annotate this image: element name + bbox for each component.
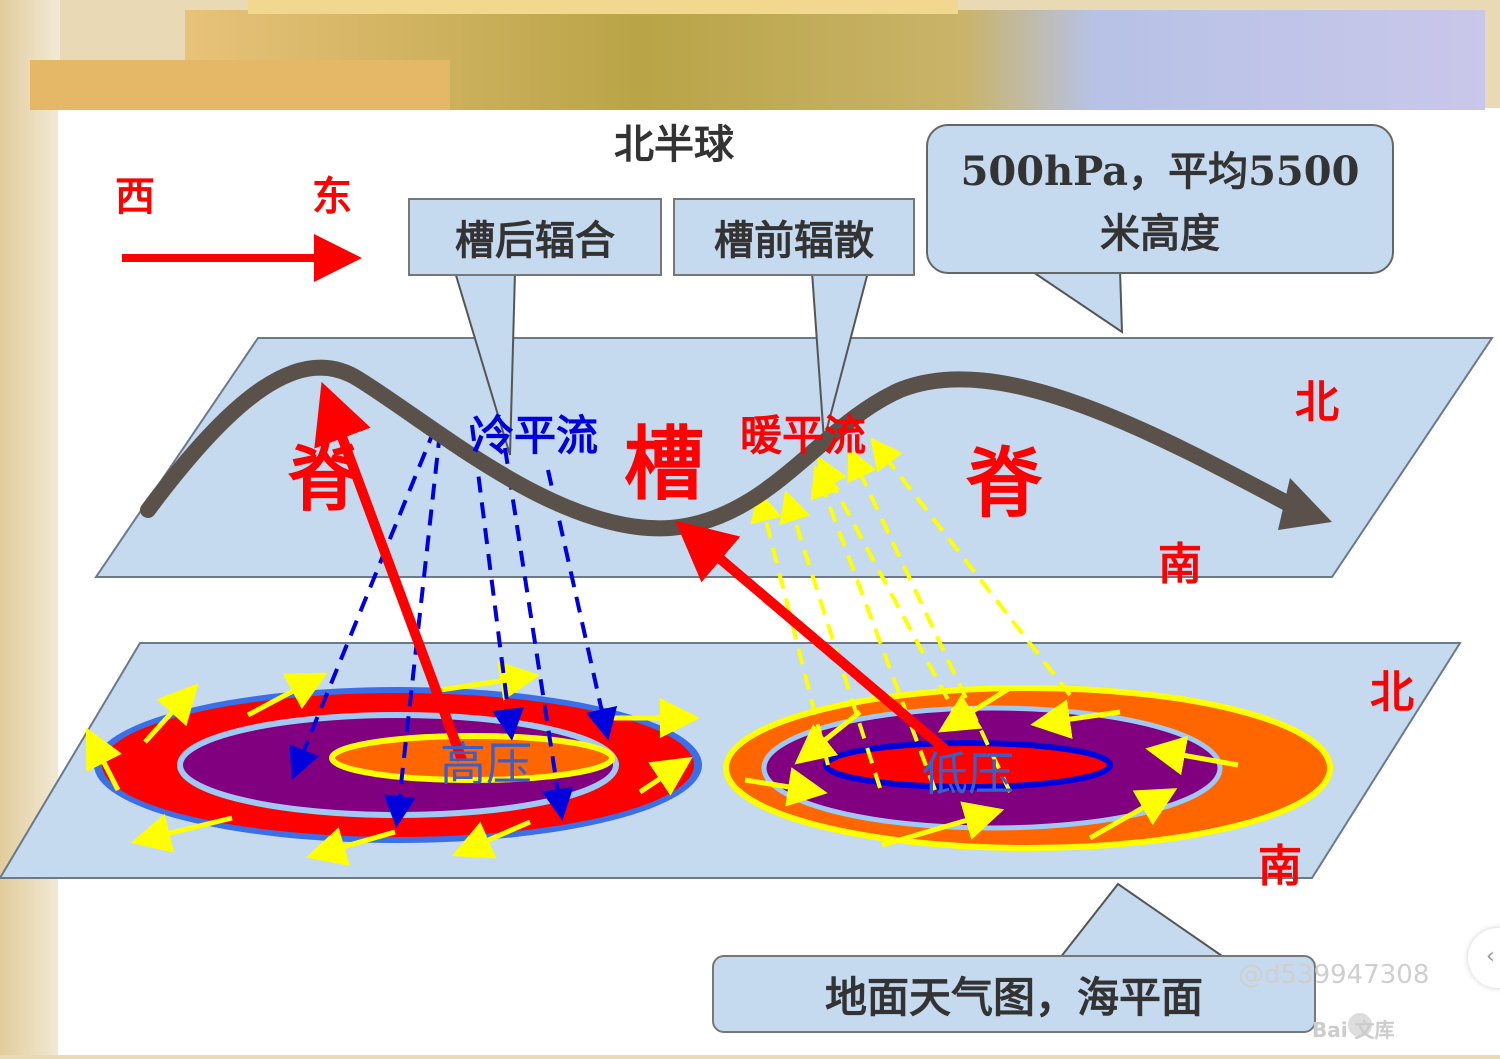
upper-level-line1: 500hPa，平均5500 <box>960 148 1360 195</box>
upper-south-label: 南 <box>1158 539 1202 590</box>
west-label: 西 <box>115 173 155 220</box>
cold-advection-lines <box>289 424 618 828</box>
ridge-east-label: 脊 <box>966 439 1042 528</box>
warm-advection-lines <box>750 437 1072 793</box>
baidu-logo: Bai 文库 <box>1312 1018 1395 1042</box>
ridge-west-label: 脊 <box>288 436 361 521</box>
lower-north-label: 北 <box>1370 667 1414 718</box>
high-pressure-system <box>94 687 702 843</box>
baidu-paw-icon <box>1348 1013 1372 1037</box>
low-pressure-system <box>723 685 1333 851</box>
cold-advection-label: 冷平流 <box>472 411 599 460</box>
upper-north-label: 北 <box>1295 377 1339 428</box>
upper-wave-arrowhead <box>1278 478 1332 530</box>
decorative-banner-left <box>30 60 450 110</box>
upper-level-callout: 500hPa，平均5500 米高度 <box>926 124 1394 274</box>
trough-rear-label: 槽后辐合 <box>408 198 662 276</box>
chevron-left-icon: ‹ <box>1486 944 1495 969</box>
parchment-border <box>0 0 60 1055</box>
high-pressure-label: 高压 <box>440 737 532 791</box>
decorative-banner-top <box>248 0 958 14</box>
low-pressure-label: 低压 <box>922 747 1014 801</box>
upper-wave-line <box>140 359 1308 537</box>
trough-front-label: 槽前辐散 <box>673 198 915 276</box>
high-to-ridge-arrow <box>314 381 467 762</box>
low-to-trough-arrow <box>675 520 952 756</box>
warm-advection-label: 暖平流 <box>740 411 867 460</box>
low-surface-winds <box>744 685 1239 848</box>
surface-callout: 地面天气图，海平面 <box>712 955 1316 1033</box>
trough-label: 槽 <box>624 417 704 511</box>
east-label: 东 <box>312 173 352 220</box>
lower-south-label: 南 <box>1258 841 1302 892</box>
watermark: @d539947308 <box>1238 960 1430 990</box>
hemisphere-title: 北半球 <box>614 121 734 168</box>
upper-level-line2: 米高度 <box>1100 210 1220 257</box>
